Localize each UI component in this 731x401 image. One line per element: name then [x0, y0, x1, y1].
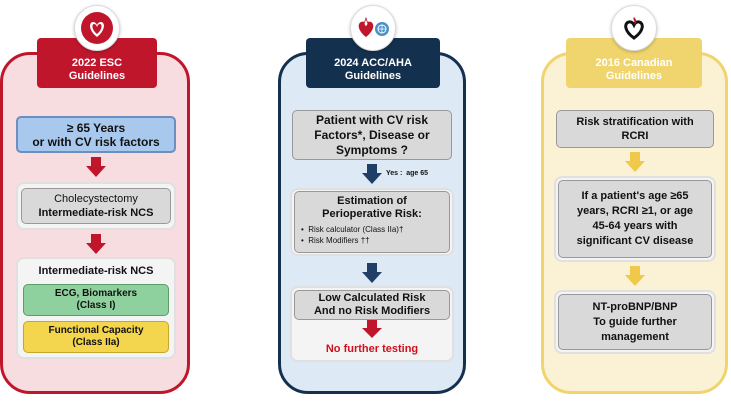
acc-no-further-testing: No further testing: [325, 343, 419, 355]
can-criteria-line4: significant CV disease: [576, 235, 694, 247]
esc-ecg-line2: (Class I): [76, 300, 116, 311]
can-arrow-1-icon: [625, 152, 645, 172]
esc-age-box: ≥ 65 Years or with CV risk factors: [16, 116, 176, 153]
esc-age-line1: ≥ 65 Years: [66, 120, 126, 135]
esc-tests-title: Intermediate-risk NCS: [38, 265, 154, 277]
acc-arrow-2-icon: [362, 263, 382, 283]
esc-ecg-box: ECG, Biomarkers (Class I): [23, 284, 169, 316]
acc-estimation-line1: Estimation of: [337, 195, 407, 207]
acc-low-risk-line1: Low Calculated Risk: [318, 292, 426, 304]
acc-bullet-1: • Risk calculator (Class IIa)†: [295, 224, 449, 235]
esc-ecg-line1: ECG, Biomarkers: [54, 288, 138, 299]
can-bnp-box: NT-proBNP/BNP To guide further managemen…: [558, 294, 712, 350]
can-rcri-line2: RCRI: [621, 130, 649, 142]
acc-patient-line2: Factors*, Disease or: [314, 127, 430, 142]
acc-patient-line1: Patient with CV risk: [315, 112, 429, 127]
heart-torch-logo-icon: [358, 16, 389, 37]
can-criteria-line1: If a patient's age ≥65: [581, 190, 689, 202]
acc-patient-line3: Symptoms ?: [335, 142, 408, 157]
can-rcri-line1: Risk stratification with: [576, 116, 694, 128]
bullet-icon: •: [301, 225, 309, 234]
acc-low-risk-line2: And no Risk Modifiers: [313, 305, 431, 317]
can-bnp-line2: To guide further: [593, 315, 677, 328]
esc-header-line2: Guidelines: [68, 70, 126, 82]
acc-arrow-label: Yes : age 65: [386, 170, 429, 177]
can-criteria-line2: years, RCRI ≥1, or age: [576, 205, 694, 217]
esc-age-line2: or with CV risk factors: [32, 134, 160, 149]
esc-procedure-line2: Intermediate-risk NCS: [38, 207, 154, 219]
can-header-line1: 2016 Canadian: [595, 57, 673, 69]
heart-logo-icon: [81, 12, 113, 44]
esc-logo: [74, 5, 120, 51]
acc-low-risk-box: Low Calculated Risk And no Risk Modifier…: [294, 290, 450, 320]
acc-bullet-1-text: Risk calculator (Class IIa)†: [308, 225, 404, 234]
esc-procedure-box: Cholecystectomy Intermediate-risk NCS: [21, 188, 171, 224]
can-criteria-box: If a patient's age ≥65 years, RCRI ≥1, o…: [558, 180, 712, 258]
esc-header-line1: 2022 ESC: [71, 57, 123, 69]
acc-logo: [350, 5, 396, 51]
esc-arrow-2-icon: [86, 234, 106, 254]
can-bnp-line1: NT-proBNP/BNP: [592, 300, 678, 313]
can-logo: [611, 5, 657, 51]
acc-estimation-line2: Perioperative Risk:: [322, 208, 422, 220]
can-rcri-box: Risk stratification with RCRI: [556, 110, 714, 148]
can-bnp-line3: management: [601, 330, 669, 343]
acc-estimation-box: Estimation of Perioperative Risk: • Risk…: [294, 191, 450, 253]
esc-functional-box: Functional Capacity (Class IIa): [23, 321, 169, 353]
heart-flame-logo-icon: [624, 17, 644, 40]
can-criteria-line3: 45-64 years with: [592, 220, 678, 232]
esc-procedure-line1: Cholecystectomy: [54, 193, 138, 205]
esc-functional-line1: Functional Capacity: [48, 325, 144, 336]
acc-header-line2: Guidelines: [344, 70, 402, 82]
acc-patient-box: Patient with CV risk Factors*, Disease o…: [292, 110, 452, 160]
can-header-line2: Guidelines: [605, 70, 663, 82]
esc-arrow-1-icon: [86, 157, 106, 177]
esc-functional-line2: (Class IIa): [72, 337, 120, 348]
acc-bullet-2-text: Risk Modifiers ††: [308, 236, 370, 245]
acc-arrow-1-icon: [362, 164, 382, 184]
acc-bullet-2: • Risk Modifiers ††: [295, 235, 449, 246]
bullet-icon: •: [301, 236, 309, 245]
acc-red-arrow-icon: [362, 320, 382, 338]
can-arrow-2-icon: [625, 266, 645, 286]
acc-header-line1: 2024 ACC/AHA: [334, 57, 412, 69]
